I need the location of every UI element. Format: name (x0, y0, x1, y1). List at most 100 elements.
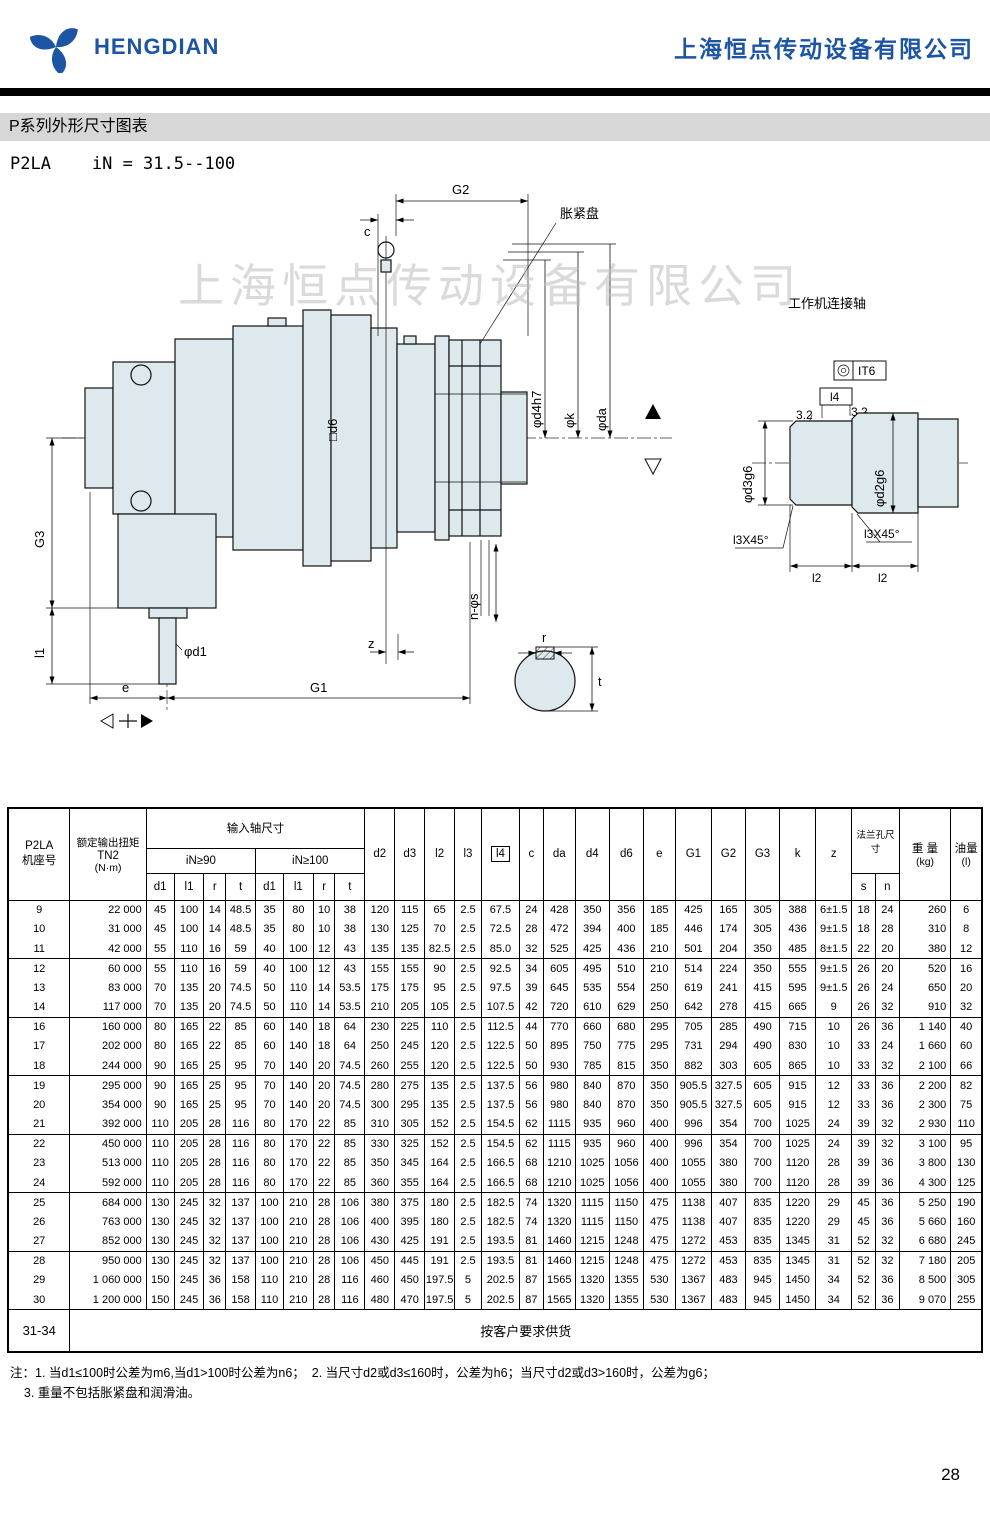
table-cell: 92.5 (480, 958, 521, 978)
table-cell: 4 300 (898, 1173, 952, 1193)
table-cell: 174 (710, 919, 747, 939)
table-cell: 12 (7, 958, 71, 978)
concentricity-icon (837, 364, 850, 377)
table-cell: 945 (744, 1270, 781, 1290)
col-header-torque: 额定输出扭矩 TN2 (N·m) (69, 807, 147, 901)
table-cell: 2.5 (454, 939, 482, 959)
table-cell: 53.5 (334, 978, 366, 998)
table-cell: 120 (424, 1056, 456, 1076)
table-cell: 182.5 (480, 1212, 521, 1232)
table-cell: 182.5 (480, 1192, 521, 1212)
dim-r: r (542, 630, 547, 645)
table-cell: 36 (203, 1270, 227, 1290)
table-cell: 28 (203, 1134, 227, 1154)
table-cell: 1320 (542, 1212, 576, 1232)
table-cell: 35 (255, 919, 284, 939)
table-cell: 305 (744, 919, 781, 939)
table-cell: 137 (225, 1212, 257, 1232)
dim-e: e (122, 680, 129, 695)
table-cell: 1 660 (898, 1036, 952, 1056)
table-cell: 2.5 (454, 1192, 482, 1212)
note-line1: 注：1. 当d1≤100时公差为m6,当d1>100时公差为n6； 2. 当尺寸… (10, 1365, 715, 1380)
table-cell: 245 (173, 1192, 205, 1212)
table-cell: 425 (574, 939, 610, 959)
table-cell: 10 (312, 919, 336, 939)
table-cell: 110 (282, 997, 314, 1018)
table-cell: 155 (394, 958, 426, 978)
table-cell: 52 (851, 1231, 876, 1252)
dimension-table: P2LA 机座号 额定输出扭矩 TN2 (N·m) 输入轴尺寸 d2 d3 l2… (7, 807, 983, 1353)
table-cell: 205 (173, 1153, 205, 1173)
table-cell: 700 (744, 1173, 781, 1193)
table-cell: 996 (674, 1134, 712, 1154)
table-cell: 10 (815, 1036, 853, 1056)
dim-l2-left: l2 (812, 571, 822, 585)
table-cell: 68 (519, 1173, 544, 1193)
table-cell: 700 (744, 1114, 781, 1135)
table-cell: 36 (874, 1153, 900, 1173)
table-cell: 350 (364, 1153, 396, 1173)
table-cell: 137 (225, 1192, 257, 1212)
table-cell: 135 (173, 997, 205, 1018)
table-cell: 21 (7, 1114, 71, 1135)
table-cell: 250 (364, 1036, 396, 1056)
table-cell: 22 (312, 1134, 336, 1154)
table-cell: 170 (282, 1153, 314, 1173)
table-cell: 345 (394, 1153, 426, 1173)
table-cell: 763 000 (69, 1212, 147, 1232)
table-cell: 28 (312, 1231, 336, 1252)
table-cell: 525 (542, 939, 576, 959)
table-cell: 250 (642, 978, 676, 998)
table-cell: 32 (203, 1231, 227, 1252)
table-cell: 1272 (674, 1251, 712, 1271)
table-cell: 18 (312, 1017, 336, 1037)
col-header-k: k (779, 807, 817, 901)
table-cell: 770 (542, 1017, 576, 1037)
col-header-d4: d4 (574, 807, 610, 901)
table-cell: 110 (255, 1270, 284, 1290)
col-header-g1: G1 (674, 807, 712, 901)
table-cell: 20 (874, 958, 900, 978)
table-cell: 303 (710, 1056, 747, 1076)
table-cell: 5 (454, 1290, 482, 1310)
table-cell: 9±1.5 (815, 919, 853, 939)
table-cell: 2.5 (454, 1056, 482, 1076)
table-cell: 140 (282, 1017, 314, 1037)
table-cell: 680 (608, 1017, 644, 1037)
logo: HENGDIAN (30, 21, 219, 73)
table-cell: 870 (608, 1075, 644, 1095)
table-cell: 8±1.5 (815, 939, 853, 959)
table-cell: 74.5 (334, 1056, 366, 1076)
page-header: HENGDIAN 上海恒点传动设备有限公司 (0, 0, 990, 88)
table-cell: 40 (255, 939, 284, 959)
table-cell: 244 000 (69, 1056, 147, 1076)
table-cell: 453 (710, 1251, 747, 1271)
table-cell: 180 (424, 1192, 456, 1212)
table-cell: 325 (394, 1134, 426, 1154)
table-cell: 170 (282, 1114, 314, 1135)
table-cell: 490 (744, 1017, 781, 1037)
table-cell: 74.5 (334, 1075, 366, 1095)
table-cell: 40 (950, 1017, 983, 1037)
table-cell: 55 (145, 958, 175, 978)
table-cell: 475 (642, 1192, 676, 1212)
table-cell: 95 (950, 1134, 983, 1154)
table-cell: 130 (145, 1231, 175, 1252)
table-cell: 66 (950, 1056, 983, 1076)
table-cell: 20 (203, 978, 227, 998)
table-cell: 135 (173, 978, 205, 998)
col-header-da: da (542, 807, 576, 901)
gearbox-main-view (62, 236, 672, 711)
table-cell: 105 (424, 997, 456, 1018)
table-cell: 260 (898, 900, 952, 920)
table-cell: 50 (255, 997, 284, 1018)
table-cell: 1 200 000 (69, 1290, 147, 1310)
table-cell: 205 (173, 1114, 205, 1135)
table-cell: 22 (851, 939, 876, 959)
table-cell: 2.5 (454, 1017, 482, 1037)
table-cell: 59 (225, 939, 257, 959)
table-cell: 85.0 (480, 939, 521, 959)
table-cell: 350 (574, 900, 610, 920)
